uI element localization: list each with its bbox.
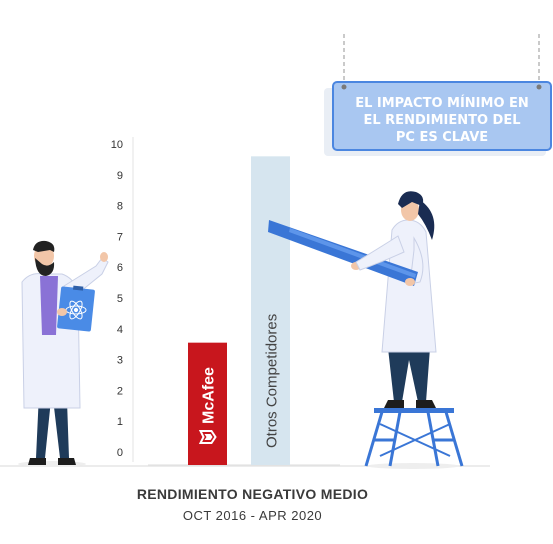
y-tick-label: 8 <box>117 201 123 213</box>
sign-panel <box>332 81 552 151</box>
y-axis-ticks: 0 1 2 3 4 5 6 7 8 9 10 <box>111 139 123 459</box>
scientist-with-clipboard <box>18 240 109 467</box>
sign-board: EL IMPACTO MÍNIMO EN EL RENDIMIENTO DEL … <box>324 34 552 156</box>
y-tick-label: 1 <box>117 416 123 428</box>
bar-1 <box>251 156 290 465</box>
chart-subtitle: OCT 2016 - APR 2020 <box>182 508 323 523</box>
y-tick-label: 3 <box>117 355 123 367</box>
y-tick-label: 9 <box>117 170 123 182</box>
y-tick-label: 10 <box>111 139 123 151</box>
y-tick-label: 4 <box>117 324 123 336</box>
y-tick-label: 0 <box>117 447 123 459</box>
bar-0 <box>188 342 227 465</box>
bar-label-1: Otros Competidores <box>264 314 281 448</box>
mcafee-shield-icon <box>198 430 217 444</box>
scientist-on-ladder <box>268 191 464 469</box>
bar-chart: 0 1 2 3 4 5 6 7 8 9 10 McAfee Otros Competidores <box>111 137 340 466</box>
bars: McAfee Otros Competidores <box>188 156 290 465</box>
sign-pin-left <box>341 84 347 90</box>
y-tick-label: 7 <box>117 231 123 243</box>
y-tick-label: 6 <box>117 262 123 274</box>
sign-line-3: PC ES CLAVE <box>396 130 488 145</box>
sign-pin-right <box>536 84 542 90</box>
sign-line-2: EL RENDIMIENTO DEL <box>363 113 520 128</box>
sign-line-1: EL IMPACTO MÍNIMO EN <box>355 95 529 111</box>
y-tick-label: 5 <box>117 293 123 305</box>
bar-label-0: McAfee <box>201 367 218 424</box>
chart-xlabel: RENDIMIENTO NEGATIVO MEDIO <box>136 486 369 502</box>
y-tick-label: 2 <box>117 385 123 397</box>
